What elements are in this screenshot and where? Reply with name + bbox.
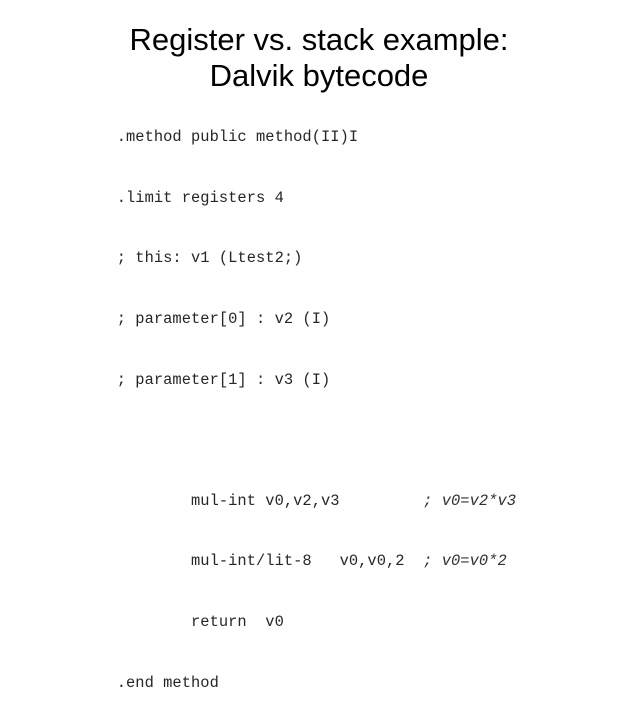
code-line: .method public method(II)I: [61, 107, 621, 168]
code-line: return v0: [61, 592, 621, 653]
code-line: ; parameter[1] : v3 (I): [61, 349, 621, 410]
code-text: ; parameter[0] : v2 (I): [116, 310, 331, 329]
code-text: ; this: v1 (Ltest2;): [116, 249, 303, 268]
code-line: .limit registers 4: [61, 168, 621, 229]
code-line: ; parameter[0] : v2 (I): [61, 289, 621, 350]
code-text: ; parameter[1] : v3 (I): [116, 370, 331, 389]
slide-canvas: Register vs. stack example: Dalvik bytec…: [0, 22, 638, 692]
code-text: .limit registers 4: [116, 188, 284, 207]
code-line: mul-int v0,v2,v3 ; v0=v2*v3: [61, 471, 621, 532]
code-text: mul-int/lit-8 v0,v0,2: [116, 552, 424, 571]
code-comment: ; v0=v0*2: [423, 552, 507, 571]
page-title: Register vs. stack example: Dalvik bytec…: [0, 22, 638, 94]
code-line: ; this: v1 (Ltest2;): [61, 228, 621, 289]
code-comment: ; v0=v2*v3: [423, 491, 517, 510]
code-line: mul-int/lit-8 v0,v0,2 ; v0=v0*2: [61, 531, 621, 592]
code-listing: .method public method(II)I .limit regist…: [61, 107, 621, 713]
code-line: .end method: [61, 652, 621, 713]
title-line-1: Register vs. stack example:: [129, 22, 509, 57]
code-line-blank: [61, 410, 621, 471]
code-text: mul-int v0,v2,v3: [116, 491, 424, 510]
code-text: .method public method(II)I: [116, 128, 359, 147]
code-text: return v0: [116, 613, 284, 632]
title-line-2: Dalvik bytecode: [209, 58, 429, 93]
code-text: .end method: [116, 673, 219, 692]
